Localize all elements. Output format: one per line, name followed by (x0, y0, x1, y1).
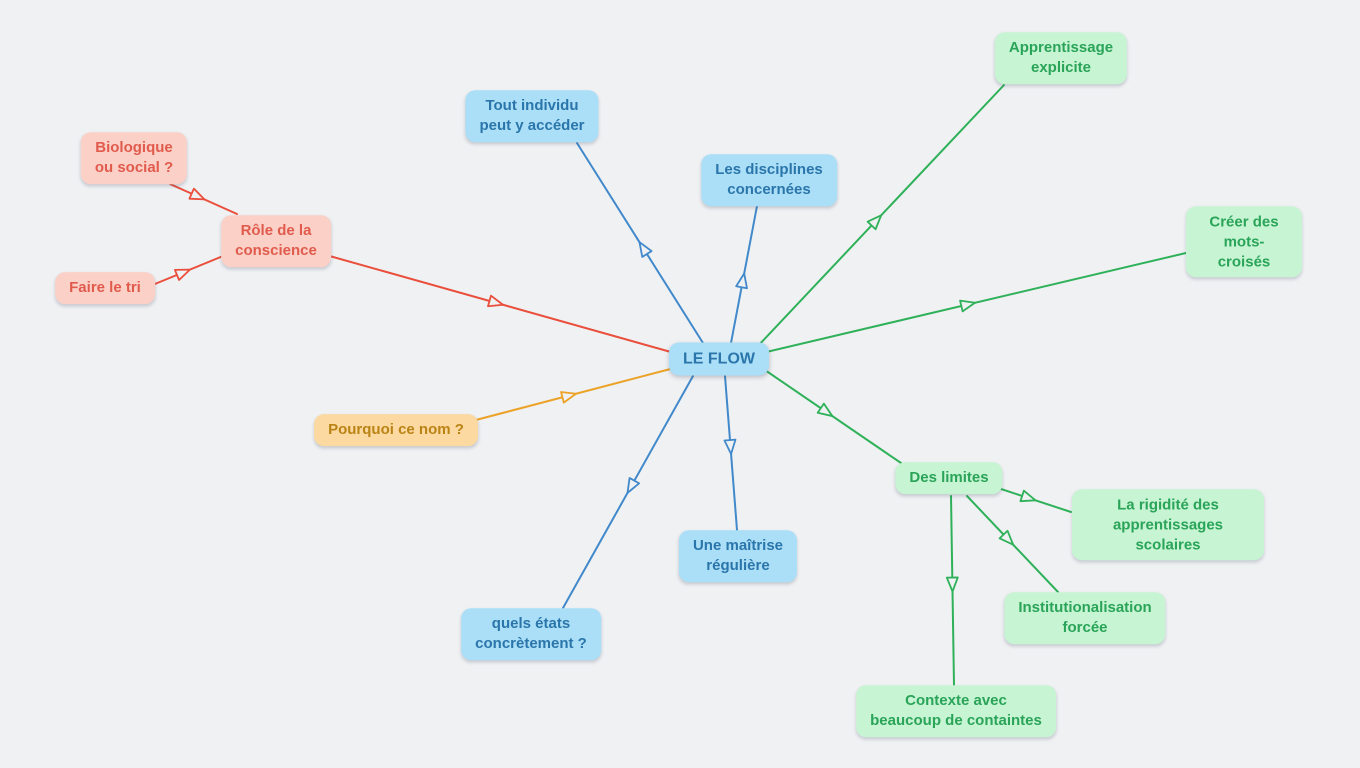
node-label: Les disciplines concernées (715, 161, 823, 198)
node-des-limites[interactable]: Des limites (895, 462, 1003, 494)
node-label: Faire le tri (69, 279, 141, 297)
node-label: quels états concrètement ? (475, 615, 587, 652)
node-rigidite[interactable]: La rigidité des apprentissages scolaires (1072, 489, 1264, 561)
node-label: Pourquoi ce nom ? (328, 421, 464, 439)
node-contexte[interactable]: Contexte avec beaucoup de containtes (856, 685, 1056, 737)
node-institution[interactable]: Institutionalisation forcée (1004, 592, 1166, 644)
arrowhead-le-flow-des-limites (816, 402, 834, 417)
node-label: Des limites (909, 469, 989, 487)
arrowhead-le-flow-tout-individu (638, 241, 653, 258)
arrowhead-des-limites-rigidite (1019, 489, 1037, 503)
node-pourquoi-ce-nom[interactable]: Pourquoi ce nom ? (314, 414, 478, 446)
node-tout-individu[interactable]: Tout individu peut y accéder (465, 90, 599, 142)
node-label: Rôle de la conscience (235, 222, 317, 259)
arrowhead-le-flow-mots-croises (959, 299, 976, 313)
node-mots-croises[interactable]: Créer des mots-croisés (1186, 206, 1302, 278)
node-disciplines[interactable]: Les disciplines concernées (701, 154, 837, 206)
node-apprentissage[interactable]: Apprentissage explicite (994, 32, 1128, 84)
node-label: Apprentissage explicite (1008, 39, 1114, 76)
arrowhead-role-conscience-le-flow (487, 294, 504, 308)
node-quels-etats[interactable]: quels états concrètement ? (461, 608, 601, 660)
node-label: Créer des mots-croisés (1209, 213, 1279, 270)
arrowhead-pourquoi-ce-nom-le-flow (560, 391, 577, 404)
node-faire-le-tri[interactable]: Faire le tri (55, 272, 155, 304)
arrowhead-des-limites-contexte (945, 576, 959, 593)
node-label: LE FLOW (683, 350, 755, 368)
arrowhead-biologique-role-conscience (188, 187, 206, 201)
node-role-conscience[interactable]: Rôle de la conscience (221, 215, 331, 267)
node-le-flow[interactable]: LE FLOW (669, 342, 769, 376)
node-label: Contexte avec beaucoup de containtes (870, 692, 1042, 729)
node-label: Biologique ou social ? (94, 139, 174, 176)
node-maitrise[interactable]: Une maîtrise régulière (678, 530, 798, 582)
node-biologique[interactable]: Biologique ou social ? (80, 132, 188, 184)
arrowhead-le-flow-quels-etats (626, 477, 641, 494)
arrowhead-des-limites-institution (998, 529, 1015, 546)
node-label: Une maîtrise régulière (692, 537, 784, 574)
node-label: Tout individu peut y accéder (479, 97, 585, 134)
arrowhead-le-flow-disciplines (735, 272, 748, 290)
node-label: La rigidité des apprentissages scolaires (1112, 496, 1224, 553)
arrowhead-le-flow-maitrise (723, 438, 737, 455)
arrowhead-le-flow-apprentissage (866, 214, 883, 231)
node-label: Institutionalisation forcée (1018, 599, 1152, 636)
arrowhead-faire-le-tri-role-conscience (173, 268, 191, 281)
